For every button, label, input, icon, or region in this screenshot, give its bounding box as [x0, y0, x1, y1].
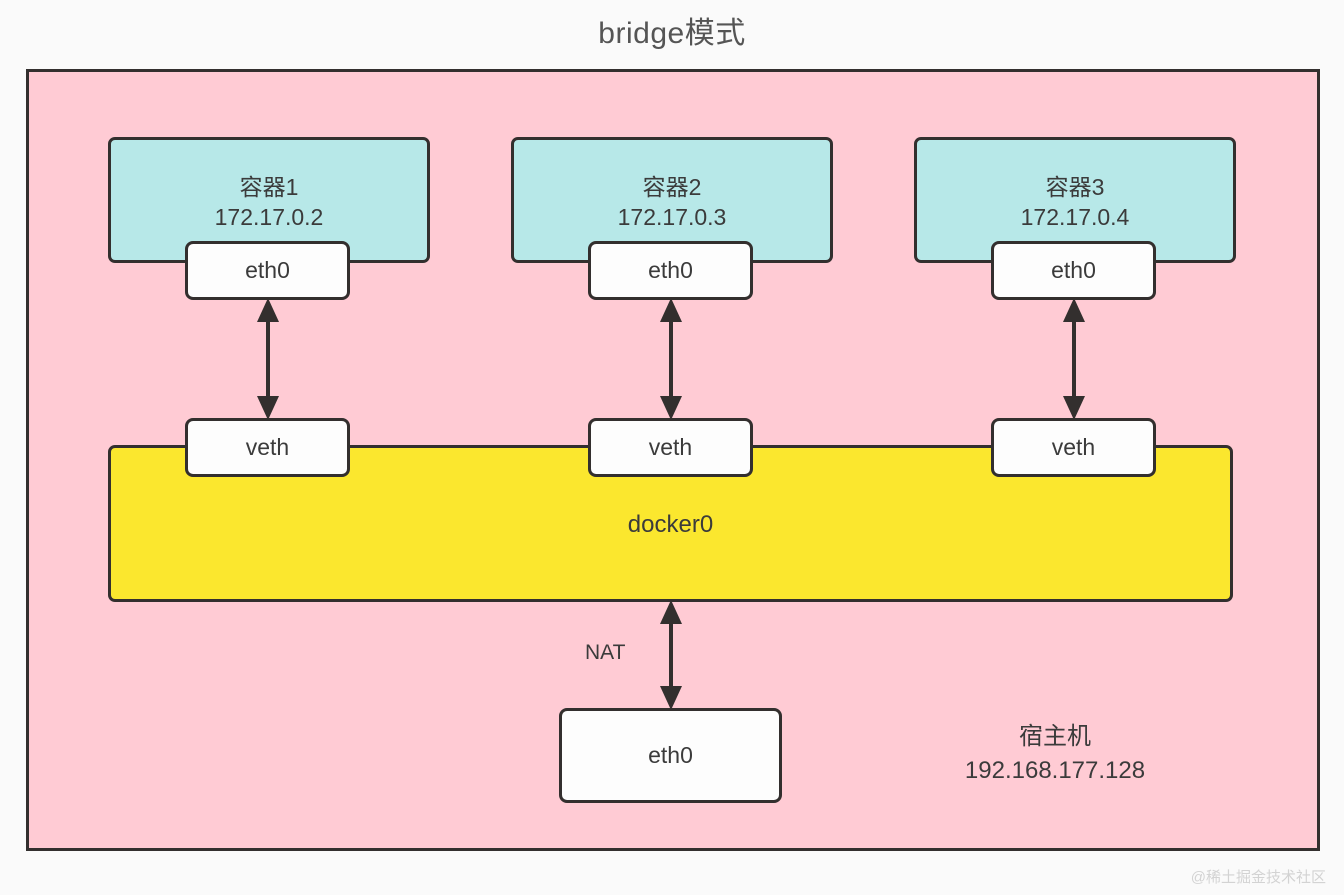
container-name-1: 容器1	[239, 174, 299, 200]
host-eth0-label: eth0	[648, 742, 693, 768]
veth-box-1: veth	[185, 418, 350, 477]
container-name-2: 容器2	[642, 174, 702, 200]
container-ip-1: 172.17.0.2	[214, 204, 324, 230]
container-eth0-label-1: eth0	[245, 257, 290, 283]
host-ip: 192.168.177.128	[964, 757, 1146, 784]
nat-label: NAT	[585, 641, 626, 664]
container-ip-3: 172.17.0.4	[1020, 204, 1130, 230]
veth-link-arrow-3	[1063, 298, 1085, 420]
veth-label-2: veth	[648, 434, 693, 460]
container-name-3: 容器3	[1045, 174, 1105, 200]
nat-link-arrow	[660, 600, 682, 710]
watermark: @稀土掘金技术社区	[1190, 869, 1326, 886]
container-eth0-box-3: eth0	[991, 241, 1156, 300]
docker0-label: docker0	[627, 511, 714, 538]
veth-link-arrow-2	[660, 298, 682, 420]
veth-label-3: veth	[1051, 434, 1096, 460]
veth-box-3: veth	[991, 418, 1156, 477]
host-eth0-box: eth0	[559, 708, 782, 803]
container-eth0-label-2: eth0	[648, 257, 693, 283]
host-name: 宿主机	[1019, 723, 1091, 750]
veth-box-2: veth	[588, 418, 753, 477]
container-eth0-box-1: eth0	[185, 241, 350, 300]
container-ip-2: 172.17.0.3	[617, 204, 727, 230]
host-info: 宿主机 192.168.177.128	[900, 720, 1210, 788]
veth-label-1: veth	[245, 434, 290, 460]
veth-link-arrow-1	[257, 298, 279, 420]
container-eth0-label-3: eth0	[1051, 257, 1096, 283]
page-title: bridge模式	[598, 17, 746, 50]
container-eth0-box-2: eth0	[588, 241, 753, 300]
